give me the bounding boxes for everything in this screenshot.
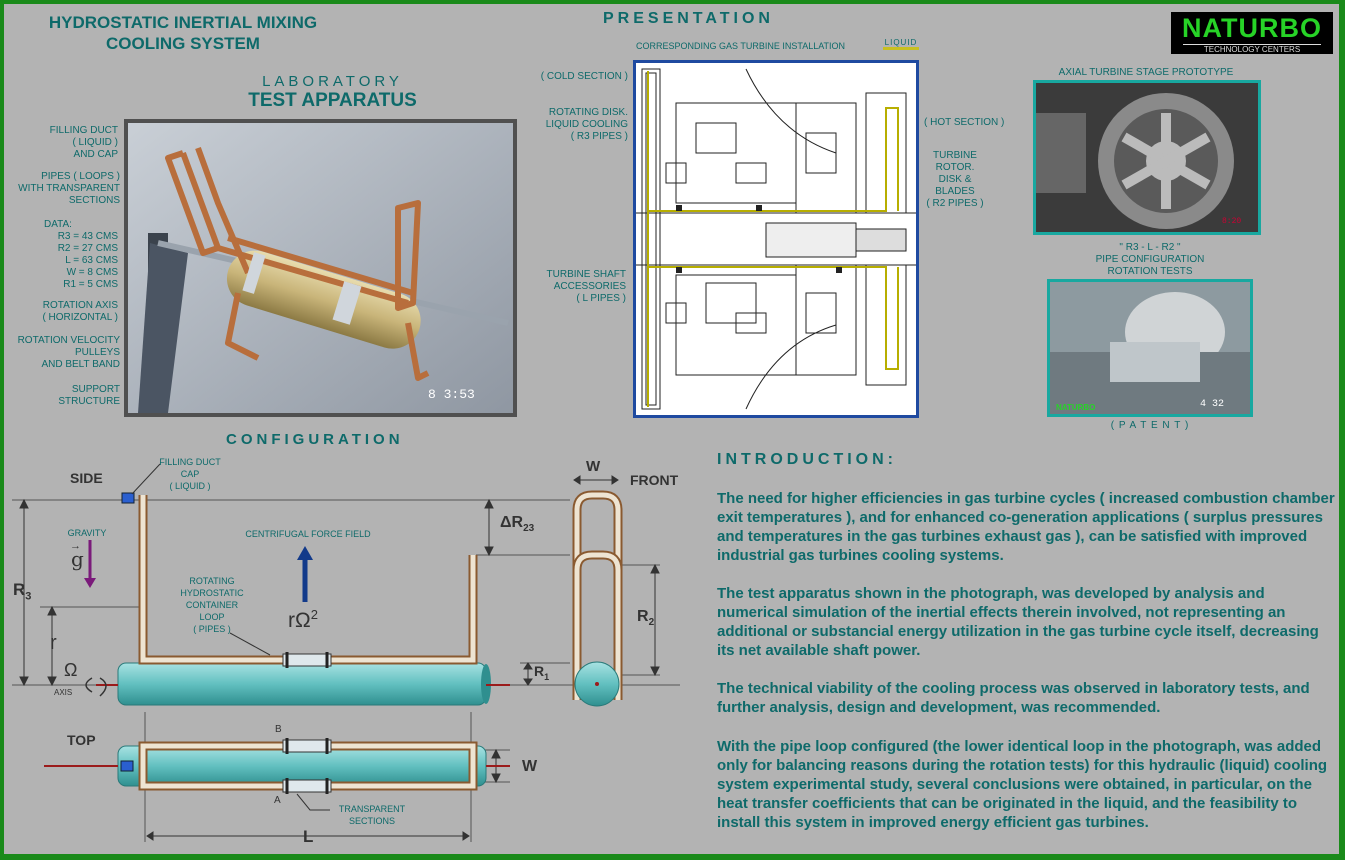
introduction-heading: INTRODUCTION: (717, 451, 897, 468)
presentation-heading: PRESENTATION (603, 10, 774, 27)
liquid-legend: LIQUID (883, 38, 919, 50)
logo-subtitle: TECHNOLOGY CENTERS (1183, 44, 1321, 55)
w-top-label: W (522, 758, 538, 775)
logo-name: NATURBO (1182, 13, 1322, 43)
lab-photo-frame: 8 3:53 (124, 119, 517, 417)
r2-label: R2 (637, 608, 655, 629)
lab-heading: LABORATORY TEST APPARATUS (248, 73, 417, 111)
rotation-photo-tag: NATURBO (1056, 403, 1095, 412)
gas-turbine-title: CORRESPONDING GAS TURBINE INSTALLATION (636, 41, 846, 51)
axial-photo-frame: 8:20 (1033, 80, 1261, 235)
r-label: r (50, 632, 57, 654)
intro-paragraph-2: The test apparatus shown in the photogra… (717, 585, 1319, 659)
omega-label: Ω (64, 660, 78, 680)
gravity-vector-mark: → (70, 540, 81, 552)
delta-r23-label: ΔR23 (500, 514, 535, 535)
gas-turbine-drawing (636, 63, 916, 415)
intro-paragraph-3: The technical viability of the cooling p… (717, 680, 1310, 716)
rotation-photo-frame: NATURBO 4 32 (1047, 279, 1253, 417)
photo-timestamp: 8 3:53 (428, 387, 475, 402)
lab-photo: 8 3:53 (128, 123, 513, 413)
gas-turbine-drawing-frame (633, 60, 919, 418)
label-turbine-rotor: TURBINE ROTOR.DISK &BLADES( R2 PIPES ) (926, 150, 984, 209)
label-filling-duct: FILLING DUCT( LIQUID )AND CAP (49, 125, 118, 160)
page-title: HYDROSTATIC INERTIAL MIXING COOLING SYST… (48, 13, 318, 53)
configuration-heading: CONFIGURATION (226, 431, 404, 448)
r-omega-label: rΩ2 (288, 607, 318, 632)
l-label: L (303, 827, 314, 846)
axial-turbine-title: AXIAL TURBINE STAGE PROTOTYPE (1058, 67, 1234, 78)
configuration-diagram (12, 463, 680, 842)
w-front-label: W (586, 458, 601, 475)
point-b-label: B (275, 724, 282, 735)
label-rotating-disk: ROTATING DISK.LIQUID COOLING( R3 PIPES ) (545, 107, 628, 142)
rotation-photo-time: 4 32 (1200, 399, 1224, 410)
front-label: FRONT (630, 472, 679, 488)
naturbo-logo: NATURBO TECHNOLOGY CENTERS (1171, 12, 1333, 54)
label-rotation-axis: ROTATION AXIS( HORIZONTAL ) (42, 300, 118, 323)
centrifugal-label: CENTRIFUGAL FORCE FIELD (245, 529, 371, 539)
side-label: SIDE (70, 470, 103, 486)
intro-paragraph-4: With the pipe loop configured (the lower… (717, 738, 1328, 831)
intro-paragraph-1: The need for higher efficiencies in gas … (717, 490, 1335, 564)
patent-label: ( P A T E N T ) (1110, 420, 1190, 431)
axial-photo: 8:20 (1036, 83, 1258, 232)
gravity-symbol: g (71, 547, 84, 571)
r3-label: R3 (13, 580, 32, 603)
label-hot-section: ( HOT SECTION ) (924, 117, 1005, 128)
gravity-label: GRAVITY (67, 528, 107, 538)
label-cold-section: ( COLD SECTION ) (540, 71, 628, 82)
rotation-photo: NATURBO 4 32 (1050, 282, 1250, 414)
axis-label: AXIS (54, 688, 73, 697)
point-a-label: A (274, 795, 281, 806)
r1-label: R1 (534, 663, 550, 682)
top-label: TOP (67, 732, 96, 748)
axial-photo-time: 8:20 (1222, 217, 1241, 226)
